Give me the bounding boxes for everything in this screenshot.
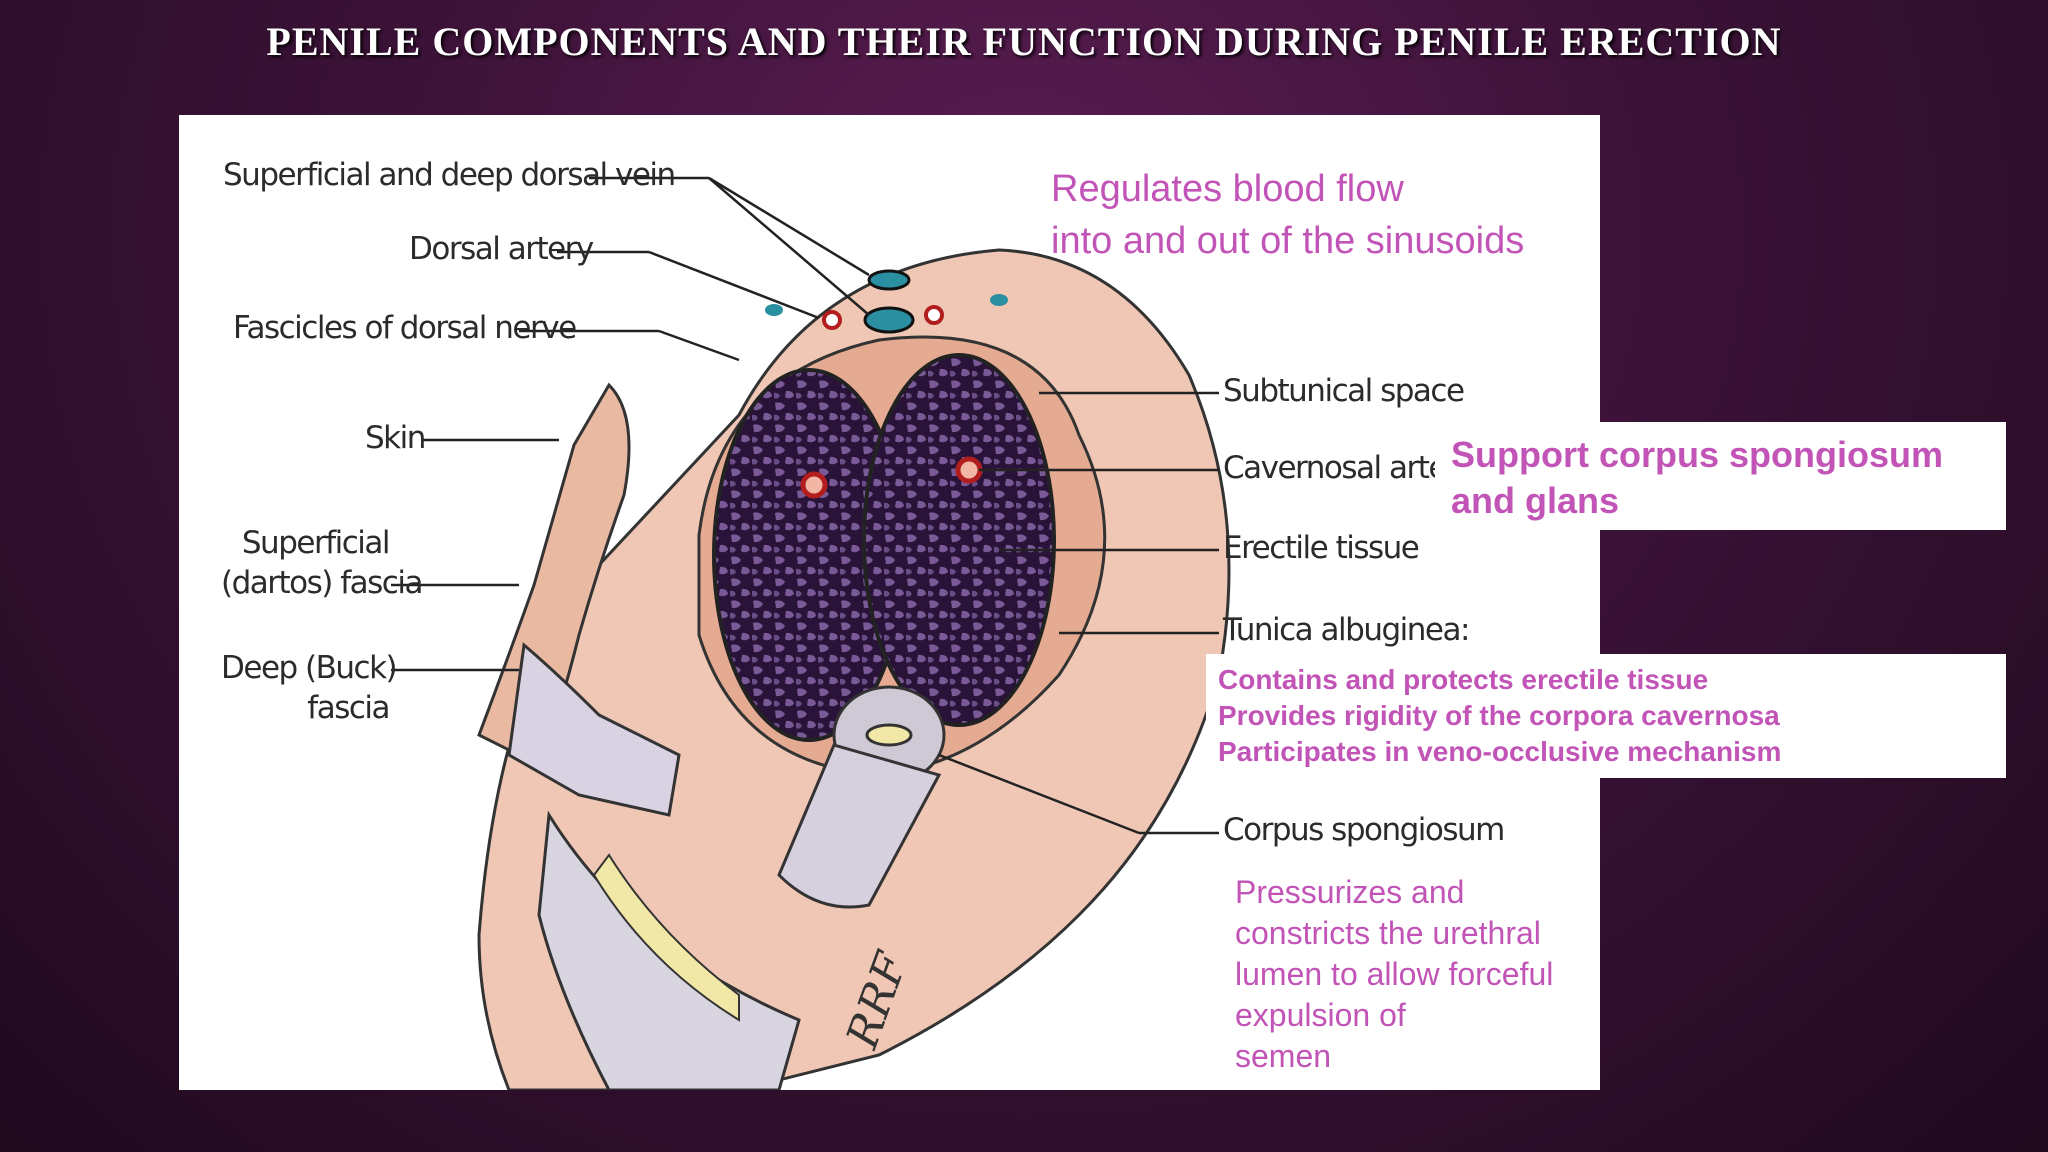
callout-spongiosum-line3: lumen to allow forceful [1235,956,1554,992]
label-superficial-deep-dorsal-vein: Superficial and deep dorsal vein [223,157,676,193]
label-skin: Skin [365,420,426,456]
label-subtunical-space: Subtunical space [1223,373,1465,409]
callout-tunica: Contains and protects erectile tissue Pr… [1218,662,1781,770]
callout-tunica-box: Contains and protects erectile tissue Pr… [1206,654,2006,778]
yellow-fat-layer [592,853,740,1022]
callout-spongiosum-line5: semen [1235,1038,1332,1074]
callout-veins-line1: Regulates blood flow [1051,168,1404,210]
label-superficial-fascia-line2: (dartos) fascia [221,565,423,601]
dorsal-nerve-left [765,304,783,316]
callout-spongiosum-line4: expulsion of [1235,997,1406,1033]
callout-veins-line2: into and out of the sinusoids [1051,220,1525,262]
callout-tunica-line3: Participates in veno-occlusive mechanism [1218,736,1782,767]
label-deep-fascia-line2: fascia [307,690,390,726]
label-fascicles-dorsal-nerve: Fascicles of dorsal nerve [233,310,577,346]
callout-support: Support corpus spongiosum and glans [1451,432,1943,524]
buck-fascia-layer [507,642,681,817]
callout-tunica-line2: Provides rigidity of the corpora caverno… [1218,700,1780,731]
slide-title: PENILE COMPONENTS AND THEIR FUNCTION DUR… [266,19,1782,64]
label-cavernosal-artery: Cavernosal artery [1223,450,1476,486]
superficial-dorsal-vein [867,269,911,291]
label-deep-fascia: Deep (Buck) fascia [221,648,398,728]
right-cavernosal-artery [955,456,983,484]
callout-support-box: Support corpus spongiosum and glans [1435,422,2006,530]
penis-cross-section-illustration [391,176,1231,1090]
label-dorsal-artery: Dorsal artery [409,231,594,267]
callout-veins: Regulates blood flow into and out of the… [1051,163,1524,267]
dorsal-artery-right [924,305,944,325]
label-deep-fascia-line1: Deep (Buck) [221,650,398,686]
anatomy-figure-panel: Superficial and deep dorsal vein Dorsal … [179,115,1600,1090]
callout-support-line1: Support corpus spongiosum [1451,434,1943,475]
callout-spongiosum-line1: Pressurizes and [1235,874,1465,910]
left-cavernosal-artery [800,471,828,499]
label-corpus-spongiosum: Corpus spongiosum [1223,812,1505,848]
callout-spongiosum: Pressurizes and constricts the urethral … [1235,872,1553,1077]
label-superficial-fascia: Superficial (dartos) fascia [221,523,423,603]
callout-support-line2: and glans [1451,480,1620,521]
callout-spongiosum-line2: constricts the urethral [1235,915,1541,951]
leader-lines [391,176,1219,835]
label-superficial-fascia-line1: Superficial [241,525,391,561]
dorsal-nerve-right [990,294,1008,306]
label-erectile-tissue: Erectile tissue [1223,530,1420,566]
urethra [865,723,913,747]
dorsal-artery-left [822,310,842,330]
label-tunica-albuginea: Tunica albuginea: [1223,612,1470,648]
callout-tunica-line1: Contains and protects erectile tissue [1218,664,1709,695]
spongiosum-shaft [777,743,942,909]
right-corpus-cavernosum [862,353,1056,727]
deep-dorsal-vein [863,306,915,334]
